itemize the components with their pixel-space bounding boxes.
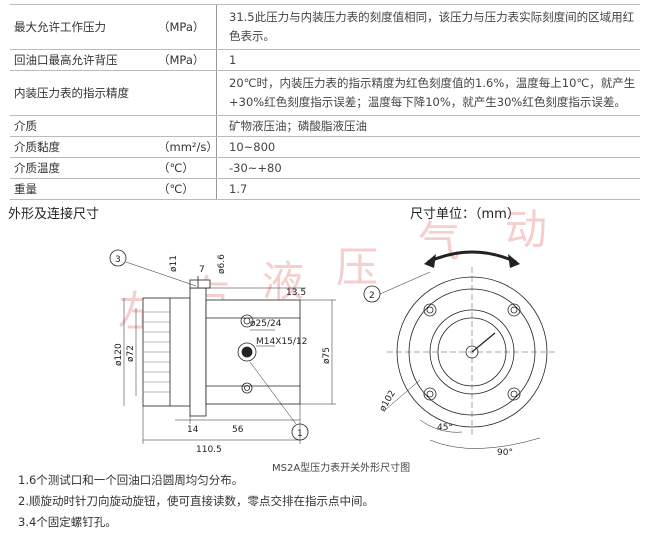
- port-circle: [241, 382, 253, 394]
- spec-row: 最大允许工作压力 （MPa） 31.5此压力与内装压力表的刻度值相同，该压力与压力…: [10, 4, 640, 50]
- spec-value: -30~+80: [216, 157, 640, 179]
- section-title: 外形及连接尺寸: [8, 207, 100, 222]
- dim-label: 56: [232, 425, 244, 435]
- spec-name: 最大允许工作压力: [14, 19, 106, 34]
- watermark-char: 动: [505, 205, 548, 254]
- mount-hole: [423, 303, 437, 317]
- dim-label: 13.5: [286, 288, 306, 298]
- dim-label: ø6.6: [217, 254, 227, 274]
- spec-name: 介质温度: [14, 161, 60, 175]
- knob-knurl: [143, 311, 170, 393]
- dim-label: 14: [187, 425, 199, 435]
- dim-label: ø25/24: [250, 319, 282, 329]
- spec-table: 最大允许工作压力 （MPa） 31.5此压力与内装压力表的刻度值相同，该压力与压力…: [10, 4, 640, 200]
- gauge-needle: [471, 332, 496, 353]
- spec-unit: （MPa）: [158, 19, 205, 34]
- spec-value: 矿物液压油；磷酸脂液压油: [216, 115, 640, 137]
- dim-label: M14X15/12: [256, 337, 307, 347]
- drawing-caption: MS2A型压力表开关外形尺寸图: [272, 463, 411, 474]
- spec-name: 回油口最高允许背压: [14, 53, 118, 67]
- front-view: [384, 250, 557, 449]
- spec-row: 回油口最高允许背压 （MPa） 1: [10, 49, 640, 71]
- balloon-3: [109, 249, 127, 267]
- spec-row: 内装压力表的指示精度 20℃时，内装压力表的指示精度为红色刻度值的1.6%，温度…: [10, 70, 640, 116]
- note-item: 2.顺旋动时针刀向旋动旋钮，使可直接读数，零点交排在指示点中间。: [18, 494, 374, 508]
- spec-row: 介质黏度 （mm²/s） 10~800: [10, 136, 640, 158]
- spec-name: 内装压力表的指示精度: [14, 85, 129, 100]
- spec-name: 介质: [14, 119, 37, 133]
- dim-label: 90°: [497, 448, 513, 458]
- balloon-label: 1: [297, 429, 303, 439]
- dim-label: ø72: [126, 345, 136, 362]
- spec-row: 介质 矿物液压油；磷酸脂液压油: [10, 115, 640, 137]
- dimension-drawing: ø11 7 ø6.6 13.5 ø25/24 M14X15/12 ø120 ø7…: [109, 249, 557, 458]
- flange-outline: [189, 287, 207, 417]
- dim-label: 7: [199, 265, 205, 275]
- dim-label: ø120: [114, 343, 124, 366]
- spec-name: 介质黏度: [14, 140, 60, 154]
- spec-unit: （mm²/s）: [158, 140, 218, 154]
- note-item: 3.4个固定螺钉孔。: [18, 515, 117, 529]
- spec-value: 1: [216, 49, 640, 71]
- dim-label: 110.5: [196, 445, 222, 455]
- spec-unit: （℃）: [158, 182, 194, 196]
- spec-value: 10~800: [216, 136, 640, 158]
- spec-name: 重量: [14, 182, 37, 196]
- side-view: [123, 261, 336, 444]
- dim-label: ø75: [322, 347, 332, 364]
- dim-label: ø11: [169, 255, 179, 272]
- spec-value: 1.7: [216, 178, 640, 200]
- watermark-char: 压: [336, 243, 379, 292]
- balloon-label: 3: [115, 255, 121, 265]
- balloon-label: 2: [369, 291, 375, 301]
- port-circle: [240, 314, 254, 328]
- mount-hole: [507, 387, 521, 401]
- spec-value: 20℃时，内装压力表的指示精度为红色刻度值的1.6%，温度每上10℃，就产生+3…: [216, 70, 640, 116]
- note-item: 1.6个测试口和一个回油口沿圆周均匀分布。: [18, 473, 244, 487]
- dimension-unit: 尺寸单位：（mm）: [410, 207, 520, 222]
- spec-unit: （MPa）: [158, 53, 205, 67]
- spec-unit: （℃）: [158, 161, 194, 175]
- watermark-char: 液: [262, 257, 305, 306]
- balloon-1: [291, 423, 309, 441]
- rotation-arrow: [427, 250, 517, 264]
- spec-row: 介质温度 （℃） -30~+80: [10, 157, 640, 179]
- spec-value: 31.5此压力与内装压力表的刻度值相同，该压力与压力表实际刻度间的区域用红色表示…: [216, 4, 640, 50]
- spec-row: 重量 （℃） 1.7: [10, 178, 640, 200]
- mount-hole: [423, 387, 437, 401]
- mount-hole: [507, 303, 521, 317]
- dim-label: 45°: [437, 423, 453, 433]
- notes: 1.6个测试口和一个回油口沿圆周均匀分布。 2.顺旋动时针刀向旋动旋钮，使可直接…: [18, 470, 374, 533]
